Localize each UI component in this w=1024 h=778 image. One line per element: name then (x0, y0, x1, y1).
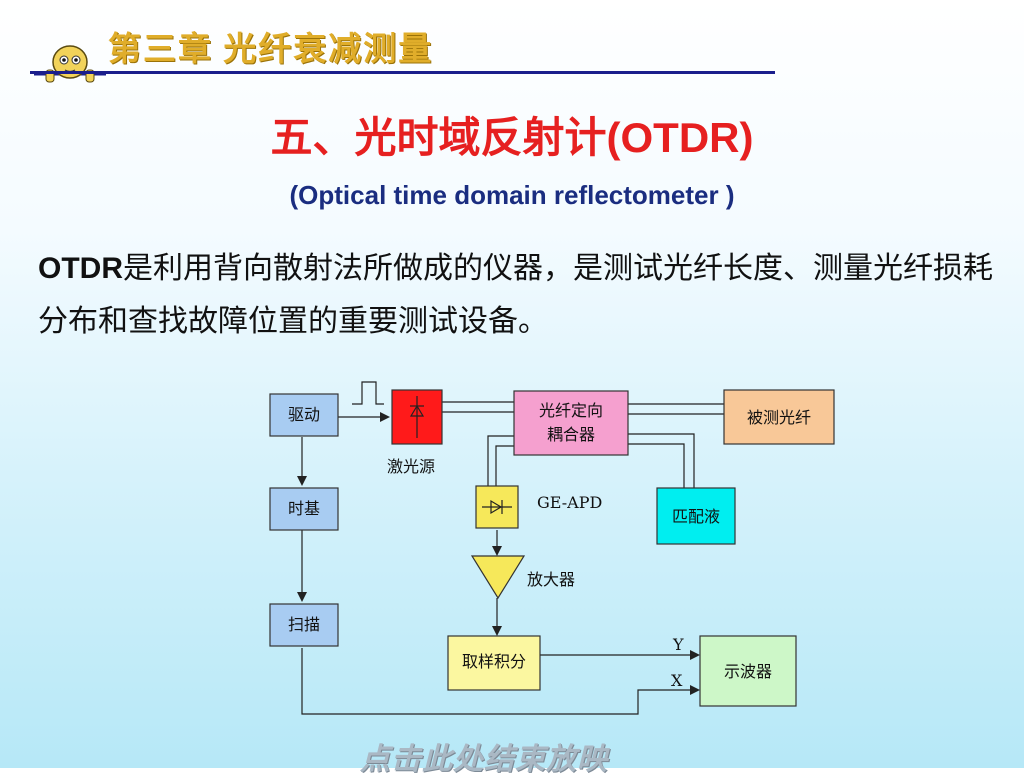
fiber-under-test-label: 被测光纤 (747, 408, 811, 427)
laser-diode-icon (409, 396, 425, 438)
sampler-label: 取样积分 (462, 652, 526, 671)
body-description: 是利用背向散射法所做成的仪器，是测试光纤长度、测量光纤损耗分布和查找故障位置的重… (38, 251, 993, 339)
matching-fluid-box (656, 487, 736, 545)
drive-box (269, 393, 339, 437)
slide-subtitle: (Optical time domain reflectometer ) (289, 180, 735, 210)
x-input-label: X (671, 671, 683, 690)
timebase-box (269, 487, 339, 531)
y-input-label: Y (672, 635, 684, 654)
scan-label: 扫描 (288, 615, 320, 634)
amplifier-label: 放大器 (527, 570, 575, 589)
body-paragraph: OTDR是利用背向散射法所做成的仪器，是测试光纤长度、测量光纤损耗分布和查找故障… (38, 242, 1008, 348)
sampler-box (447, 635, 541, 691)
scan-box (269, 603, 339, 647)
coupler-label-line1: 光纤定向 (539, 401, 603, 420)
header-divider (30, 71, 775, 74)
timebase-label: 时基 (288, 499, 320, 518)
apd-label: GE-APD (537, 493, 602, 512)
coupler-label-line2: 耦合器 (547, 425, 595, 444)
slide-title: 五、光时域反射计(OTDR) (270, 114, 754, 161)
chapter-title: 第三章 光纤衰减测量 (108, 32, 434, 68)
drive-label: 驱动 (288, 405, 320, 424)
end-show-link[interactable]: 点击此处结束放映 (360, 742, 608, 777)
photodiode-icon (482, 499, 512, 515)
amplifier-triangle (470, 555, 526, 600)
matching-fluid-label: 匹配液 (672, 507, 720, 526)
body-lead-term: OTDR (38, 252, 123, 285)
fiber-under-test-box (723, 389, 835, 445)
oscilloscope-label: 示波器 (724, 662, 772, 681)
laser-source-label: 激光源 (387, 457, 435, 476)
coupler-box (513, 390, 629, 456)
oscilloscope-box (699, 635, 797, 707)
